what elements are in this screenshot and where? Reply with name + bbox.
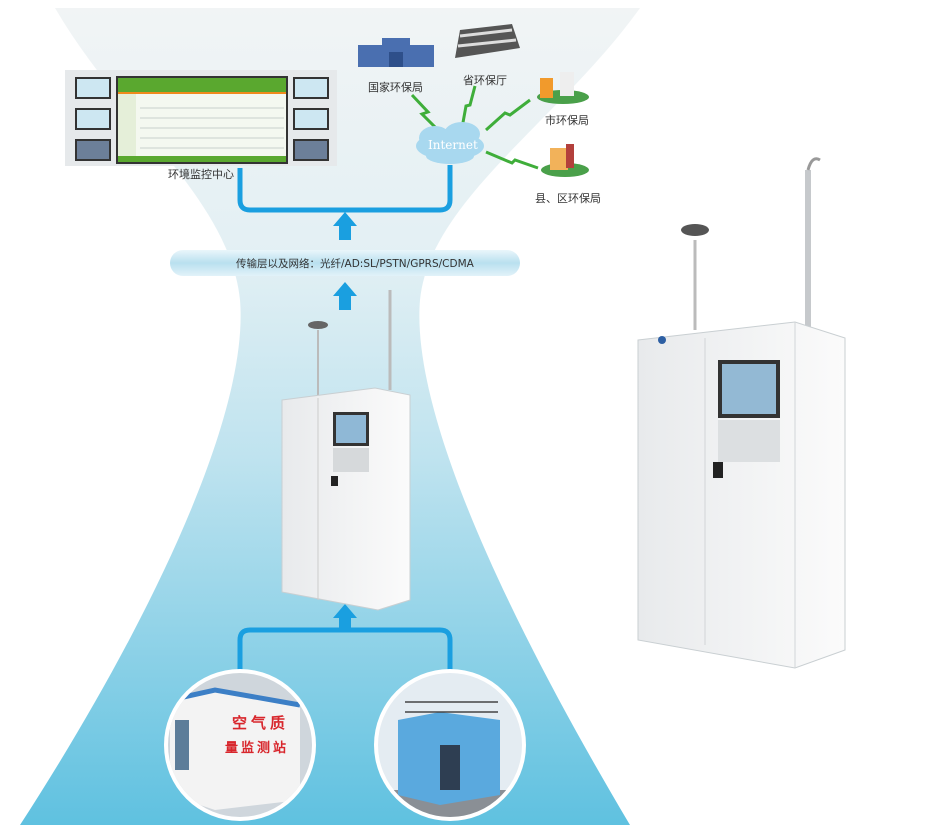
shelter-sign-line1: 空气质 [232, 714, 290, 732]
government-building-icon [358, 38, 434, 67]
internet-cloud-icon [416, 122, 484, 164]
node-label-county: 县、区环保局 [535, 192, 601, 205]
shelter-station-photo [164, 669, 316, 821]
node-label-province: 省环保厅 [463, 74, 507, 87]
control-center-label: 环境监控中心 [168, 168, 234, 181]
internet-label: Internet [428, 138, 478, 152]
wireless-link-icons [410, 85, 539, 170]
transport-pipe [170, 250, 520, 276]
transport-layer-label: 传输层以及网络：光纤/AD:SL/PSTN/GPRS/CDMA [236, 258, 474, 270]
monitoring-cabinet-small [281, 290, 411, 611]
enclosure-station-photo [374, 669, 526, 821]
county-buildings-icon [541, 144, 589, 177]
shelter-sign-line2: 量监测站 [225, 741, 290, 756]
city-buildings-icon [537, 72, 589, 104]
office-building-icon [455, 24, 520, 58]
node-label-city: 市环保局 [545, 114, 589, 127]
arrow-icons [333, 212, 357, 632]
monitor-wall [65, 70, 337, 166]
node-label-national: 国家环保局 [368, 81, 423, 94]
monitoring-cabinet-large [637, 157, 846, 669]
